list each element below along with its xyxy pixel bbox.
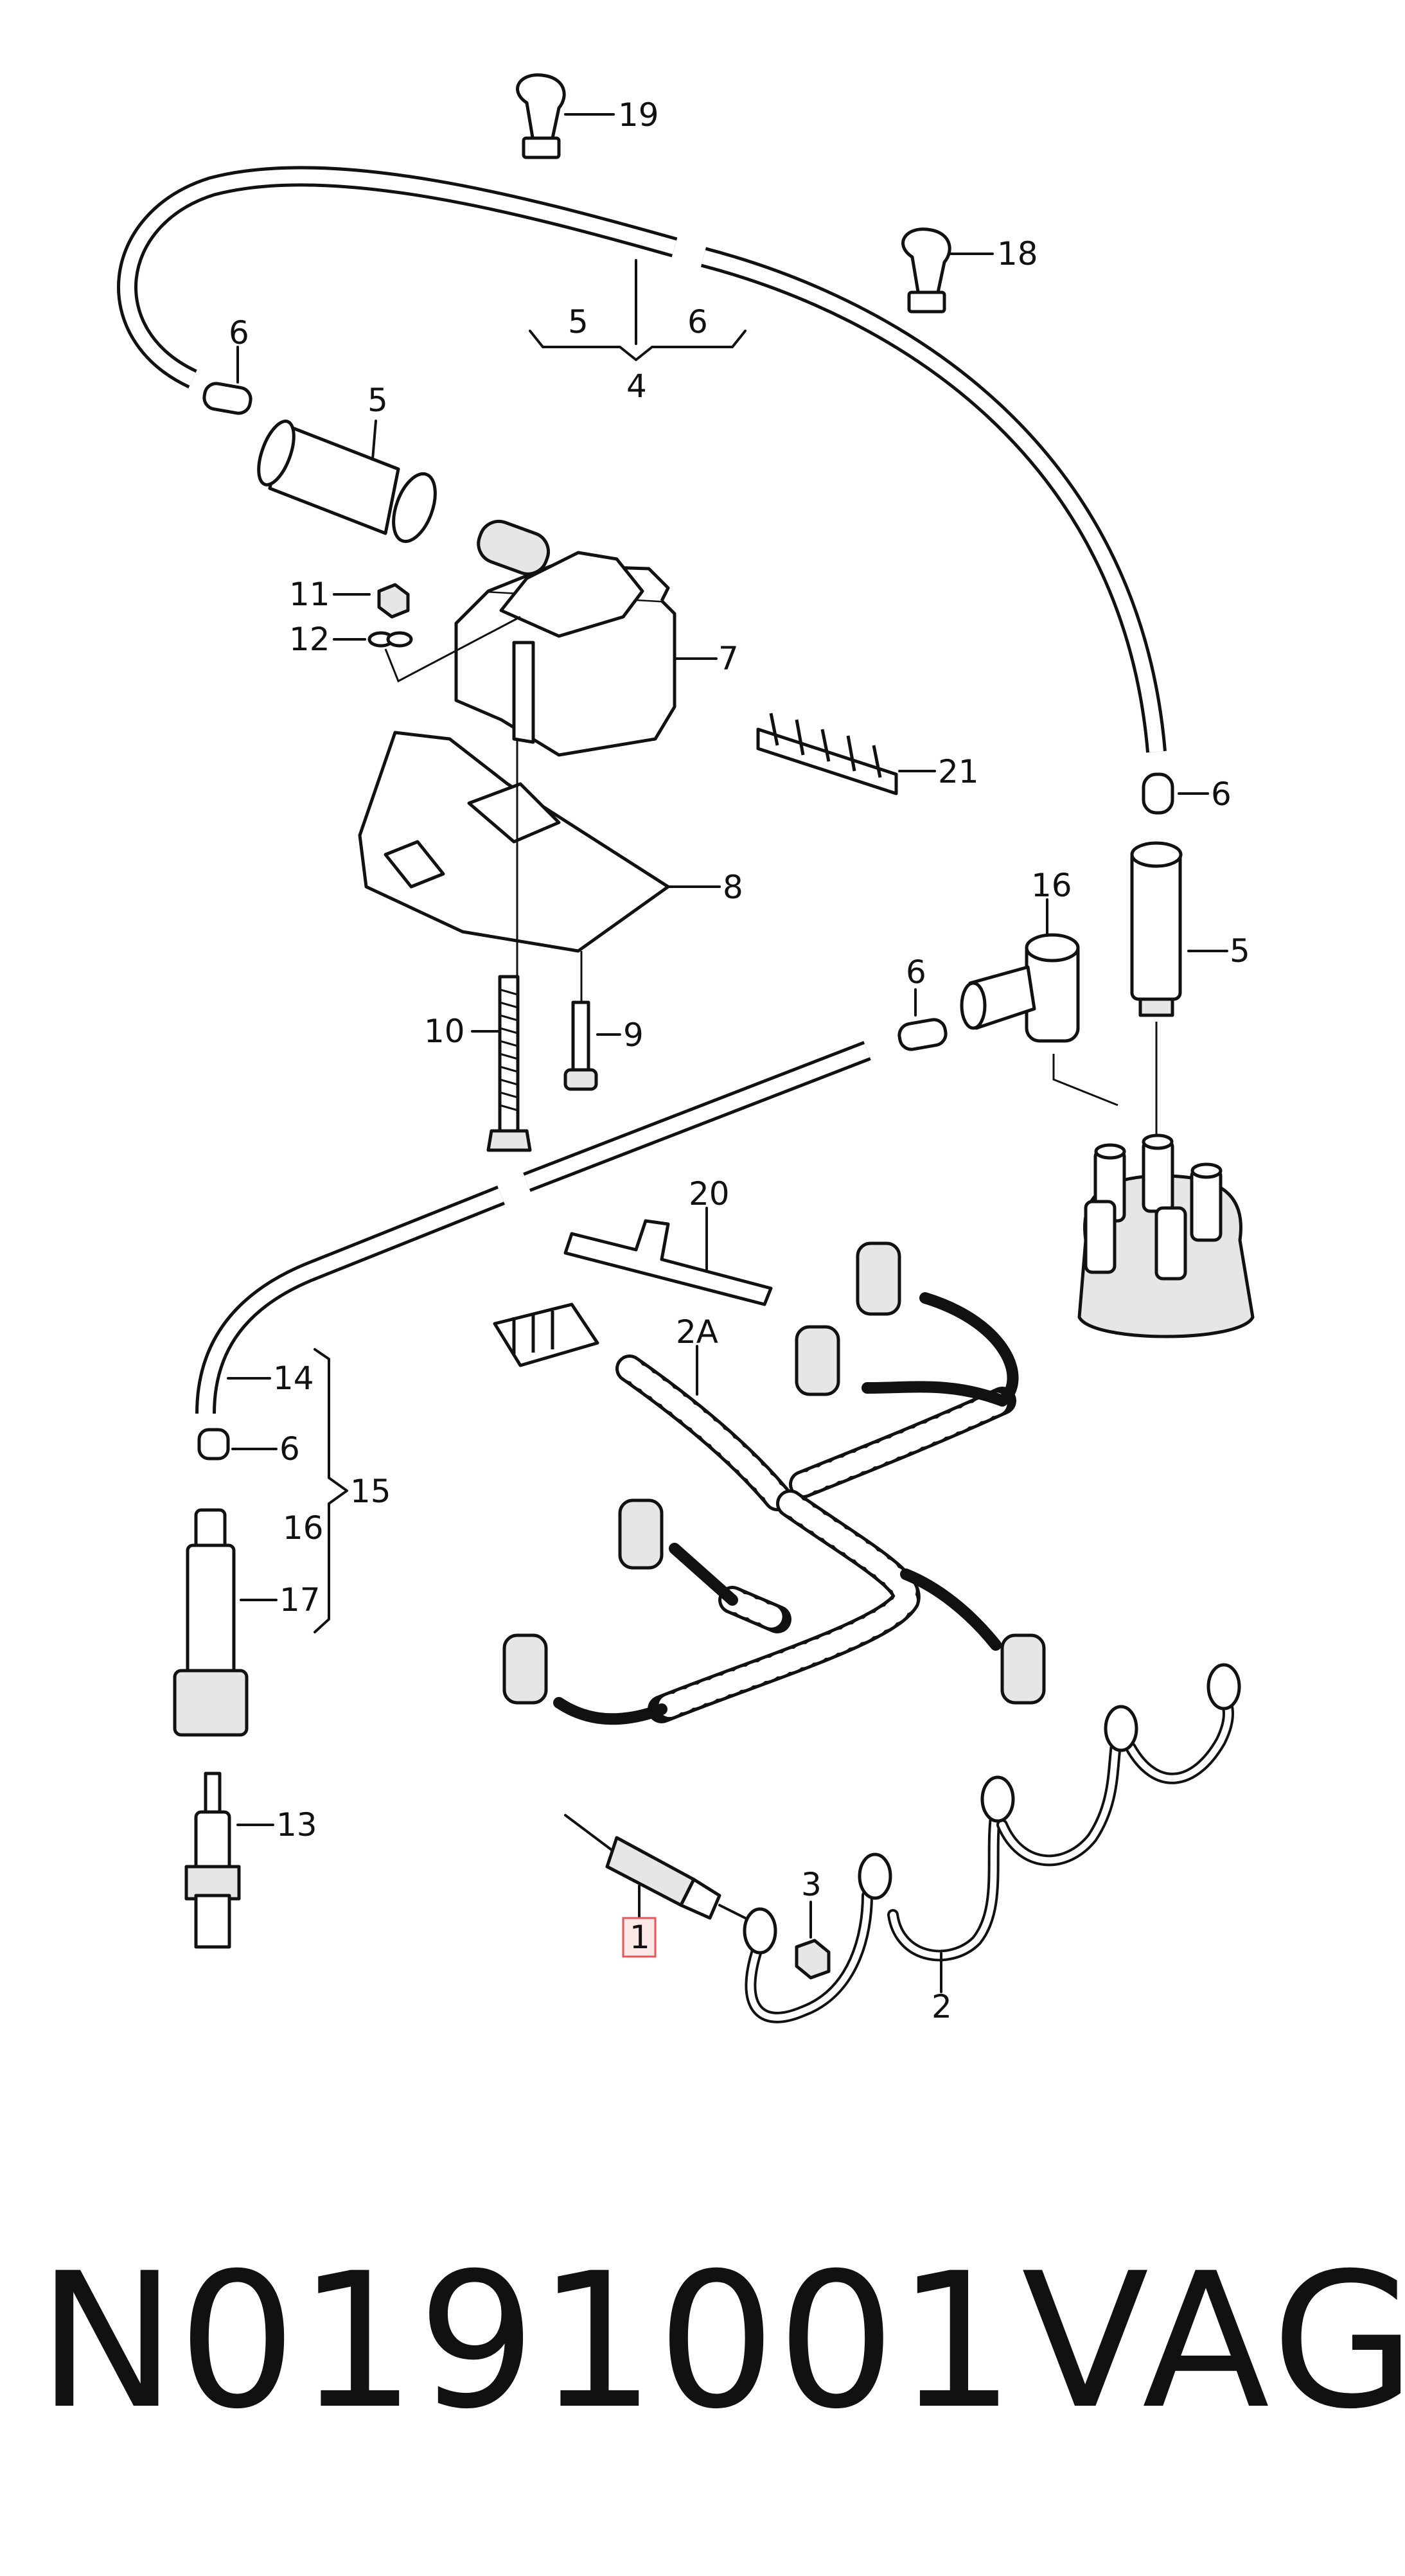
wire-holder-20 [563,1207,773,1306]
sensor-1-highlighted-part [564,1814,753,1958]
brand-name: VAG [1021,2234,1405,2450]
bracket-4 [529,259,747,361]
callout-17: 17 [279,1581,321,1619]
callout-2: 2 [932,1988,952,2025]
spark-plug-connector-17 [173,1508,278,1737]
nut-11 [333,583,410,619]
ignition-coil-7 [454,519,718,757]
callout-9: 9 [623,1017,644,1054]
callout-11: 11 [289,576,330,613]
ground-strap-2 [743,1663,1241,2023]
bracket-15 [314,1348,348,1633]
clip-6-mid [897,988,948,1051]
callout-5-top: 5 [367,382,388,419]
angled-connector-16 [960,898,1118,1106]
distributor-cap [1077,1133,1255,1338]
spark-plug-connector-5-left [257,420,437,544]
wiring-harness-2A [493,1292,1019,1725]
harness-plug-caps [502,1241,1046,1705]
clip-6-top [202,346,252,415]
callout-8: 8 [723,869,743,906]
nut-3 [795,1901,831,1980]
callout-19: 19 [618,96,659,134]
bolt-10 [471,975,532,1152]
callout-6-right: 6 [1211,776,1232,813]
ignition-lead-hose [195,1041,871,1414]
clip-6-left [197,1428,278,1461]
callout-labels: 19 18 5 6 4 6 5 11 12 7 21 6 8 16 5 6 10… [229,96,1250,2025]
spark-plug-connector-5-right [1130,841,1228,1150]
callout-21: 21 [938,753,979,790]
callout-6-left: 6 [279,1430,300,1468]
callout-1-highlighted: 1 [630,1919,650,1956]
callout-3: 3 [801,1866,822,1903]
callout-4: 4 [626,368,647,405]
callout-13: 13 [276,1806,317,1843]
callout-5-right: 5 [1230,932,1250,970]
wire-comb-21 [756,713,936,795]
callout-6-mid: 6 [906,954,926,991]
washer-12 [333,616,521,683]
callout-10: 10 [424,1013,465,1050]
hose-clip-18 [901,227,994,314]
spark-plug-13 [184,1772,274,1949]
callout-2A: 2A [676,1313,718,1351]
vacuum-hose-top [117,166,1167,753]
callout-6-top: 6 [229,314,249,351]
part-number: N0191001 [37,2234,1017,2450]
callout-14: 14 [273,1360,314,1397]
callout-6-bracket: 6 [687,303,708,341]
callout-7: 7 [718,640,739,677]
screw-9 [563,1000,621,1091]
callout-18: 18 [997,235,1038,272]
callout-20: 20 [689,1175,730,1212]
callout-16-left: 16 [283,1509,324,1547]
callout-5-bracket: 5 [568,303,588,341]
callout-16-top: 16 [1031,867,1072,904]
mounting-bracket-8 [358,731,721,953]
callout-12: 12 [289,621,330,658]
hose-clip-19 [516,73,615,159]
callout-15: 15 [350,1473,391,1510]
clip-6-right [1142,772,1209,815]
